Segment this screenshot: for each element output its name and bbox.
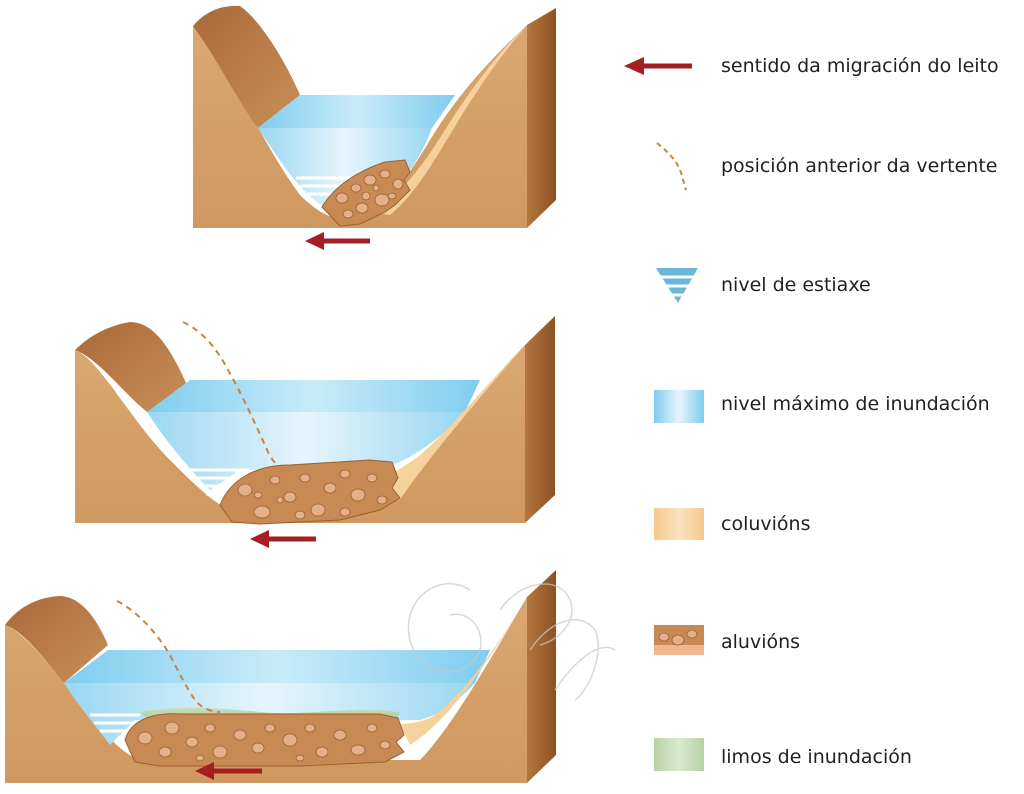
legend-arrow-icon (624, 57, 692, 75)
legend-label-alluvium: aluvións (721, 631, 800, 653)
legend: sentido da migración do leito posición a… (624, 55, 999, 771)
block-1-side-face (527, 8, 556, 228)
legend-label-max-flood: nivel máximo de inundación (721, 393, 990, 415)
legend-label-low-water: nivel de estiaxe (721, 274, 871, 296)
block-1-ground (193, 25, 527, 228)
block-2 (75, 316, 555, 548)
block-3-water-surface (64, 650, 490, 683)
block-1 (193, 5, 556, 250)
block-2-previous-slope-line (182, 321, 291, 473)
block-1-water-surface (258, 95, 455, 128)
block-2-migration-arrow (250, 530, 316, 548)
block-2-hill-top (75, 322, 190, 412)
block-2-colluvium (380, 345, 525, 500)
watermark-signature (407, 583, 616, 701)
legend-dashed-curve-icon (656, 142, 687, 191)
block-2-side-face (525, 316, 555, 523)
block-2-water-surface (147, 380, 480, 412)
legend-label-migration: sentido da migración do leito (721, 55, 999, 77)
block-1-pebbles (335, 169, 404, 219)
legend-label-colluvium: coluvións (721, 513, 810, 535)
block-3-pebbles (137, 721, 391, 762)
legend-max-flood-swatch (654, 390, 704, 423)
legend-colluvium-swatch (654, 508, 704, 540)
block-1-migration-arrow (305, 232, 370, 250)
legend-silt-swatch (654, 738, 704, 771)
block-3-ground (5, 597, 527, 783)
block-1-colluvium (372, 25, 527, 215)
block-3-migration-arrow (195, 762, 262, 780)
legend-label-previous-slope: posición anterior da vertente (721, 155, 998, 177)
block-3-previous-slope-line (116, 600, 221, 713)
block-3-alluvium (124, 713, 405, 767)
block-1-hill-top (193, 5, 300, 128)
block-3-hill-top (5, 596, 108, 683)
legend-label-silt: limos de inundación (721, 746, 912, 768)
block-3 (5, 570, 556, 783)
block-2-pebbles (237, 469, 388, 520)
legend-alluvium-swatch (654, 625, 704, 655)
block-3-colluvium (400, 597, 527, 745)
block-3-side-face (527, 570, 556, 783)
legend-water-level-icon (654, 268, 700, 303)
